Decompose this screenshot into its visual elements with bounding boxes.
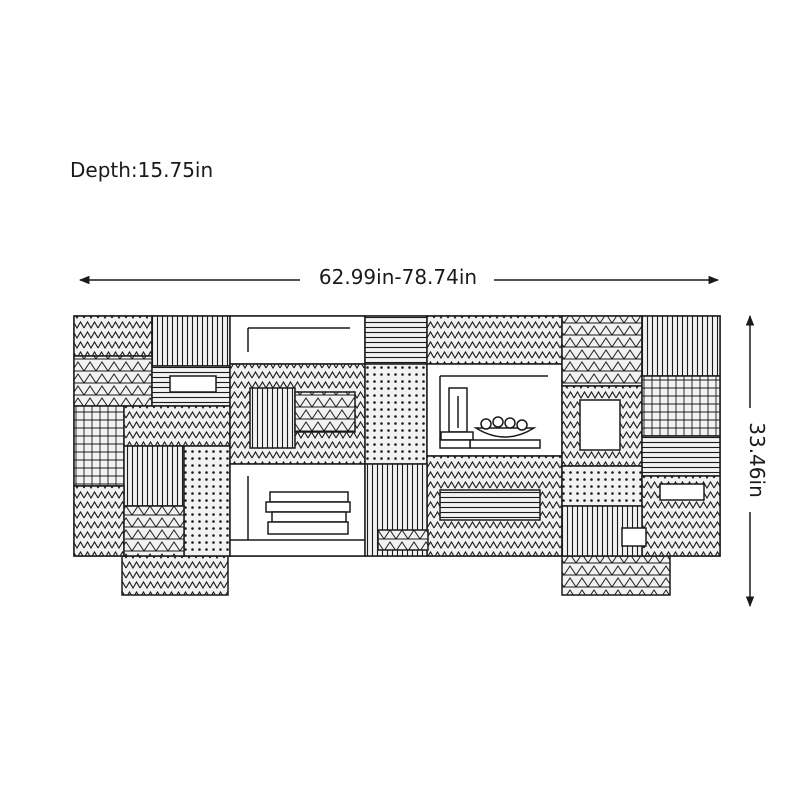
fruit-bowl-icon <box>439 416 541 449</box>
depth-label: Depth:15.75in <box>70 158 213 182</box>
right-door-panel <box>561 315 721 557</box>
height-label: 33.46in <box>745 422 769 498</box>
tv-stand-illustration <box>73 315 721 596</box>
book-stack-icon <box>265 491 351 535</box>
width-label: 62.99in-78.74in <box>319 265 477 289</box>
left-door-panel <box>73 315 231 557</box>
vase-icon <box>440 387 474 441</box>
right-foot <box>561 554 671 596</box>
left-foot <box>121 554 229 596</box>
